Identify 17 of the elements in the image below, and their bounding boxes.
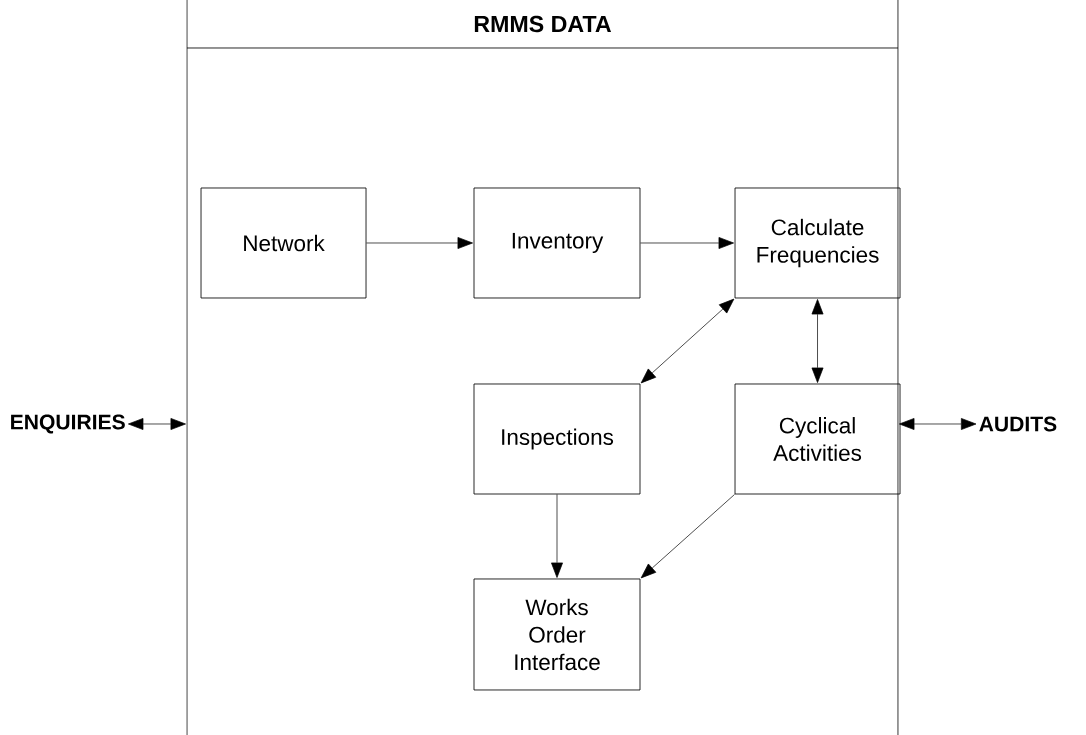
process-box: Network [200,187,367,299]
panel-title: RMMS DATA [474,15,611,33]
arrow [640,494,735,579]
arrow [640,237,734,249]
process-box: Works Order Interface [473,578,641,691]
process-box: Inspections [473,383,641,495]
arrow [128,418,186,430]
arrow [899,418,977,430]
process-box: Inventory [473,187,641,299]
process-box: Cyclical Activities [734,383,901,495]
process-box: Calculate Frequencies [734,187,901,299]
side-label: AUDITS [979,416,1057,432]
arrow [640,298,735,384]
side-label: ENQUIRIES [11,414,125,434]
arrow [551,494,563,578]
arrow [366,237,473,249]
arrow [811,299,824,383]
